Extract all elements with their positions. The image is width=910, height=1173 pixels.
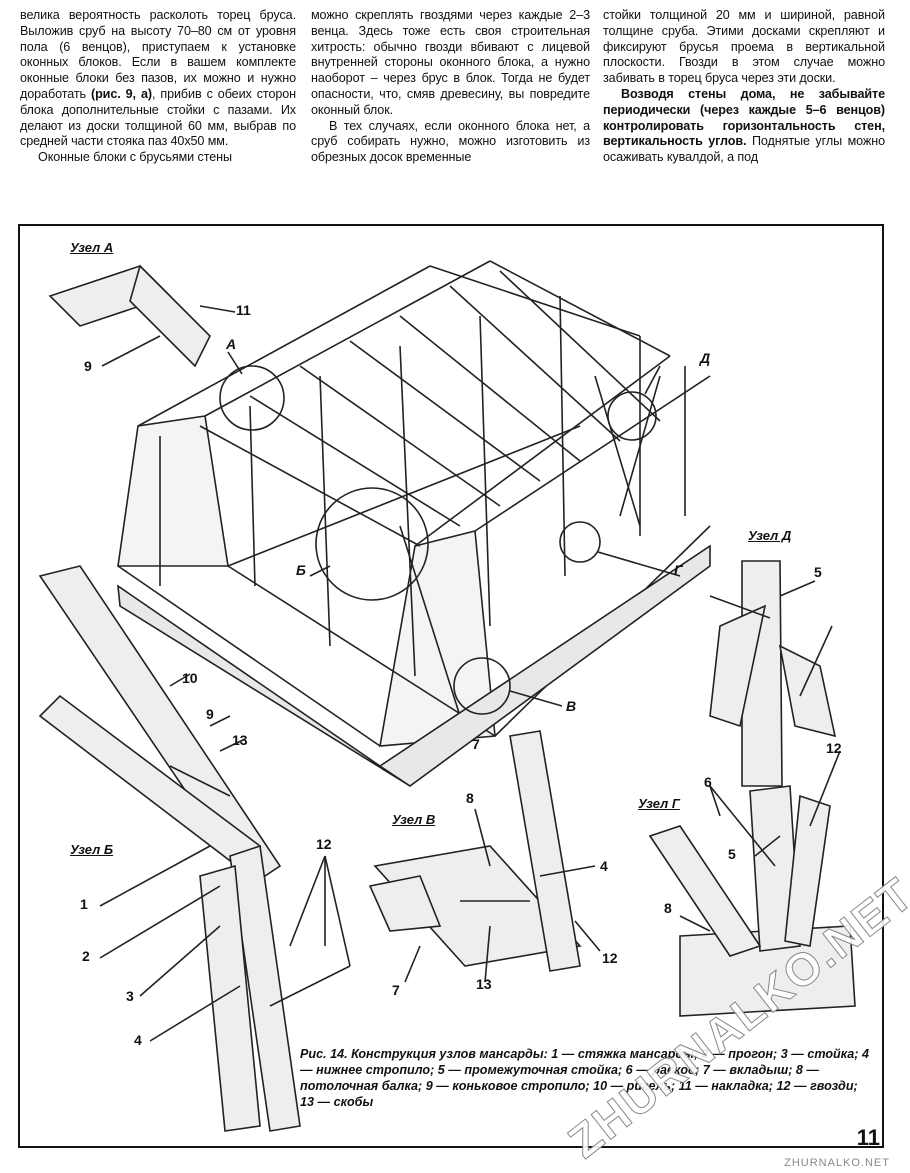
part-number: 4: [134, 1032, 142, 1048]
paragraph: Оконные блоки с брусьями стены: [38, 150, 232, 165]
part-number: 5: [728, 846, 736, 862]
part-number: 5: [814, 564, 822, 580]
figure-caption: Рис. 14. Конструкция узлов мансарды: 1 —…: [300, 1047, 869, 1109]
node-d-drawing: [709, 560, 837, 787]
part-number: 13: [232, 732, 248, 748]
part-number: 8: [664, 900, 672, 916]
part-number: 7: [392, 982, 400, 998]
paragraph: Возводя стены дома, не забывайте периоди…: [603, 86, 886, 165]
paragraph: можно скреплять гвоздями через каждые 2–…: [311, 8, 590, 117]
node-label-g: Узел Г: [638, 796, 680, 811]
callout-g: Г: [674, 562, 683, 578]
figure-drawing: [38, 260, 856, 1132]
site-footer: ZHURNALKO.NET: [784, 1157, 890, 1169]
callout-a: А: [226, 336, 237, 352]
node-label-d: Узел Д: [748, 528, 792, 543]
node-a-drawing: [48, 264, 236, 368]
node-label-a: Узел А: [70, 240, 114, 255]
part-number: 9: [206, 706, 214, 722]
part-number: 4: [600, 858, 608, 874]
part-number: 12: [316, 836, 332, 852]
paragraph: стойки толщиной 20 мм и шириной, равной …: [603, 8, 885, 86]
part-number: 12: [826, 740, 842, 756]
part-number: 7: [472, 736, 480, 752]
part-number: 11: [236, 302, 251, 318]
part-number: 2: [82, 948, 90, 964]
part-number: 3: [126, 988, 134, 1004]
callout-d: Д: [700, 350, 711, 366]
text-column-1: велика вероятность расколоть торец бруса…: [20, 8, 296, 166]
callout-v: В: [566, 698, 577, 714]
figure-mansard-nodes: Узел А Узел Б Узел В Узел Г Узел Д А Б В…: [18, 224, 910, 1168]
node-b-drawing: [38, 565, 351, 1132]
page-number: 11: [856, 1125, 880, 1150]
part-number: 8: [466, 790, 474, 806]
part-number: 10: [182, 670, 198, 686]
node-g-drawing: [648, 750, 856, 1017]
part-number: 12: [602, 950, 618, 966]
node-label-b: Узел Б: [70, 842, 114, 857]
node-label-v: Узел В: [392, 812, 436, 827]
part-number: 1: [80, 896, 88, 912]
callout-b: Б: [296, 562, 306, 578]
text-column-3: стойки толщиной 20 мм и шириной, равной …: [603, 8, 885, 166]
part-number: 9: [84, 358, 92, 374]
node-v-drawing: [368, 730, 601, 983]
text-column-2: можно скреплять гвоздями через каждые 2–…: [311, 8, 590, 166]
part-number: 13: [476, 976, 492, 992]
paragraph: велика вероятность расколоть торец бруса…: [20, 8, 297, 149]
mansard-frame-drawing: [117, 260, 711, 787]
part-number: 6: [704, 774, 712, 790]
paragraph: В тех случаях, если оконного блока нет, …: [311, 118, 590, 165]
